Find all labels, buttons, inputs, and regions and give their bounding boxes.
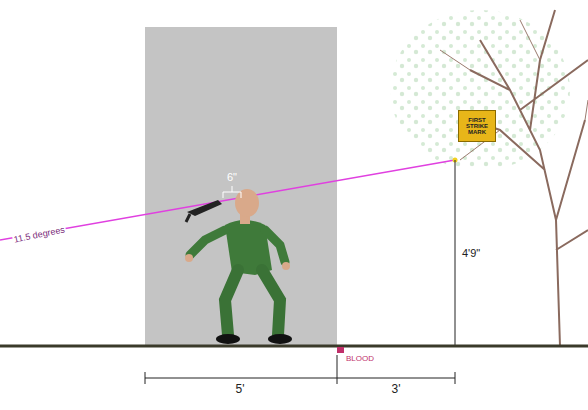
sign-text: FIRST STRIKE MARK — [463, 117, 491, 136]
six-inch-bracket — [223, 186, 241, 198]
tree — [390, 10, 588, 346]
ground-line — [0, 345, 588, 348]
blood-label: BLOOD — [346, 355, 374, 363]
dimension-line — [145, 355, 455, 384]
dimension-label: 5' — [236, 383, 245, 395]
height-label: 4'9" — [462, 248, 480, 259]
blood-mark — [337, 347, 344, 353]
man-figure — [185, 189, 292, 344]
dimension-label: 3' — [392, 383, 401, 395]
marker-sign: FIRST STRIKE MARK — [458, 110, 496, 142]
angle-label: 11.5 degrees — [12, 225, 67, 245]
height-line — [455, 160, 456, 346]
six-inch-label: 6" — [227, 172, 237, 183]
